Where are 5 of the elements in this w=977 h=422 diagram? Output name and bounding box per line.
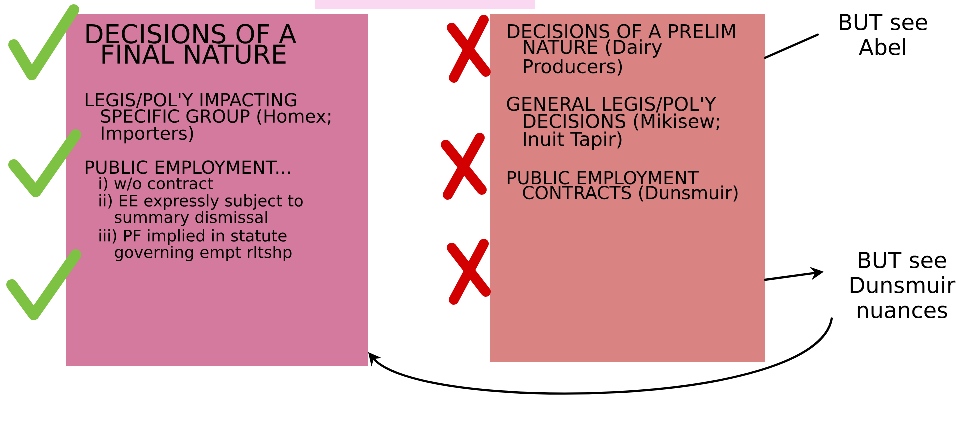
side-note: BUT see Abel <box>840 14 928 56</box>
leader-line <box>764 34 820 60</box>
note-box: DECISIONS OF A PRELIM NATURE (Dairy Producers) GENERAL LEGIS/POL'Y DECISIONS (Mikisew; Inuit Tapir) PUBLIC EMPLOYMENT CONTRACTS (Dunsmuir) <box>490 14 766 362</box>
note-box: DECISIONS OF A FINAL NATURE LEGIS/POL'Y IMPACTING SPECIFIC GROUP (Homex; Importers) PUBLIC EMPLOYMENT... i) w/o contract ii) EE expressly subject to summary dismissal iii) PF implied in statute governing empt rltshp <box>66 14 368 366</box>
side-note: BUT see Dunsmuir nuances <box>850 252 956 319</box>
